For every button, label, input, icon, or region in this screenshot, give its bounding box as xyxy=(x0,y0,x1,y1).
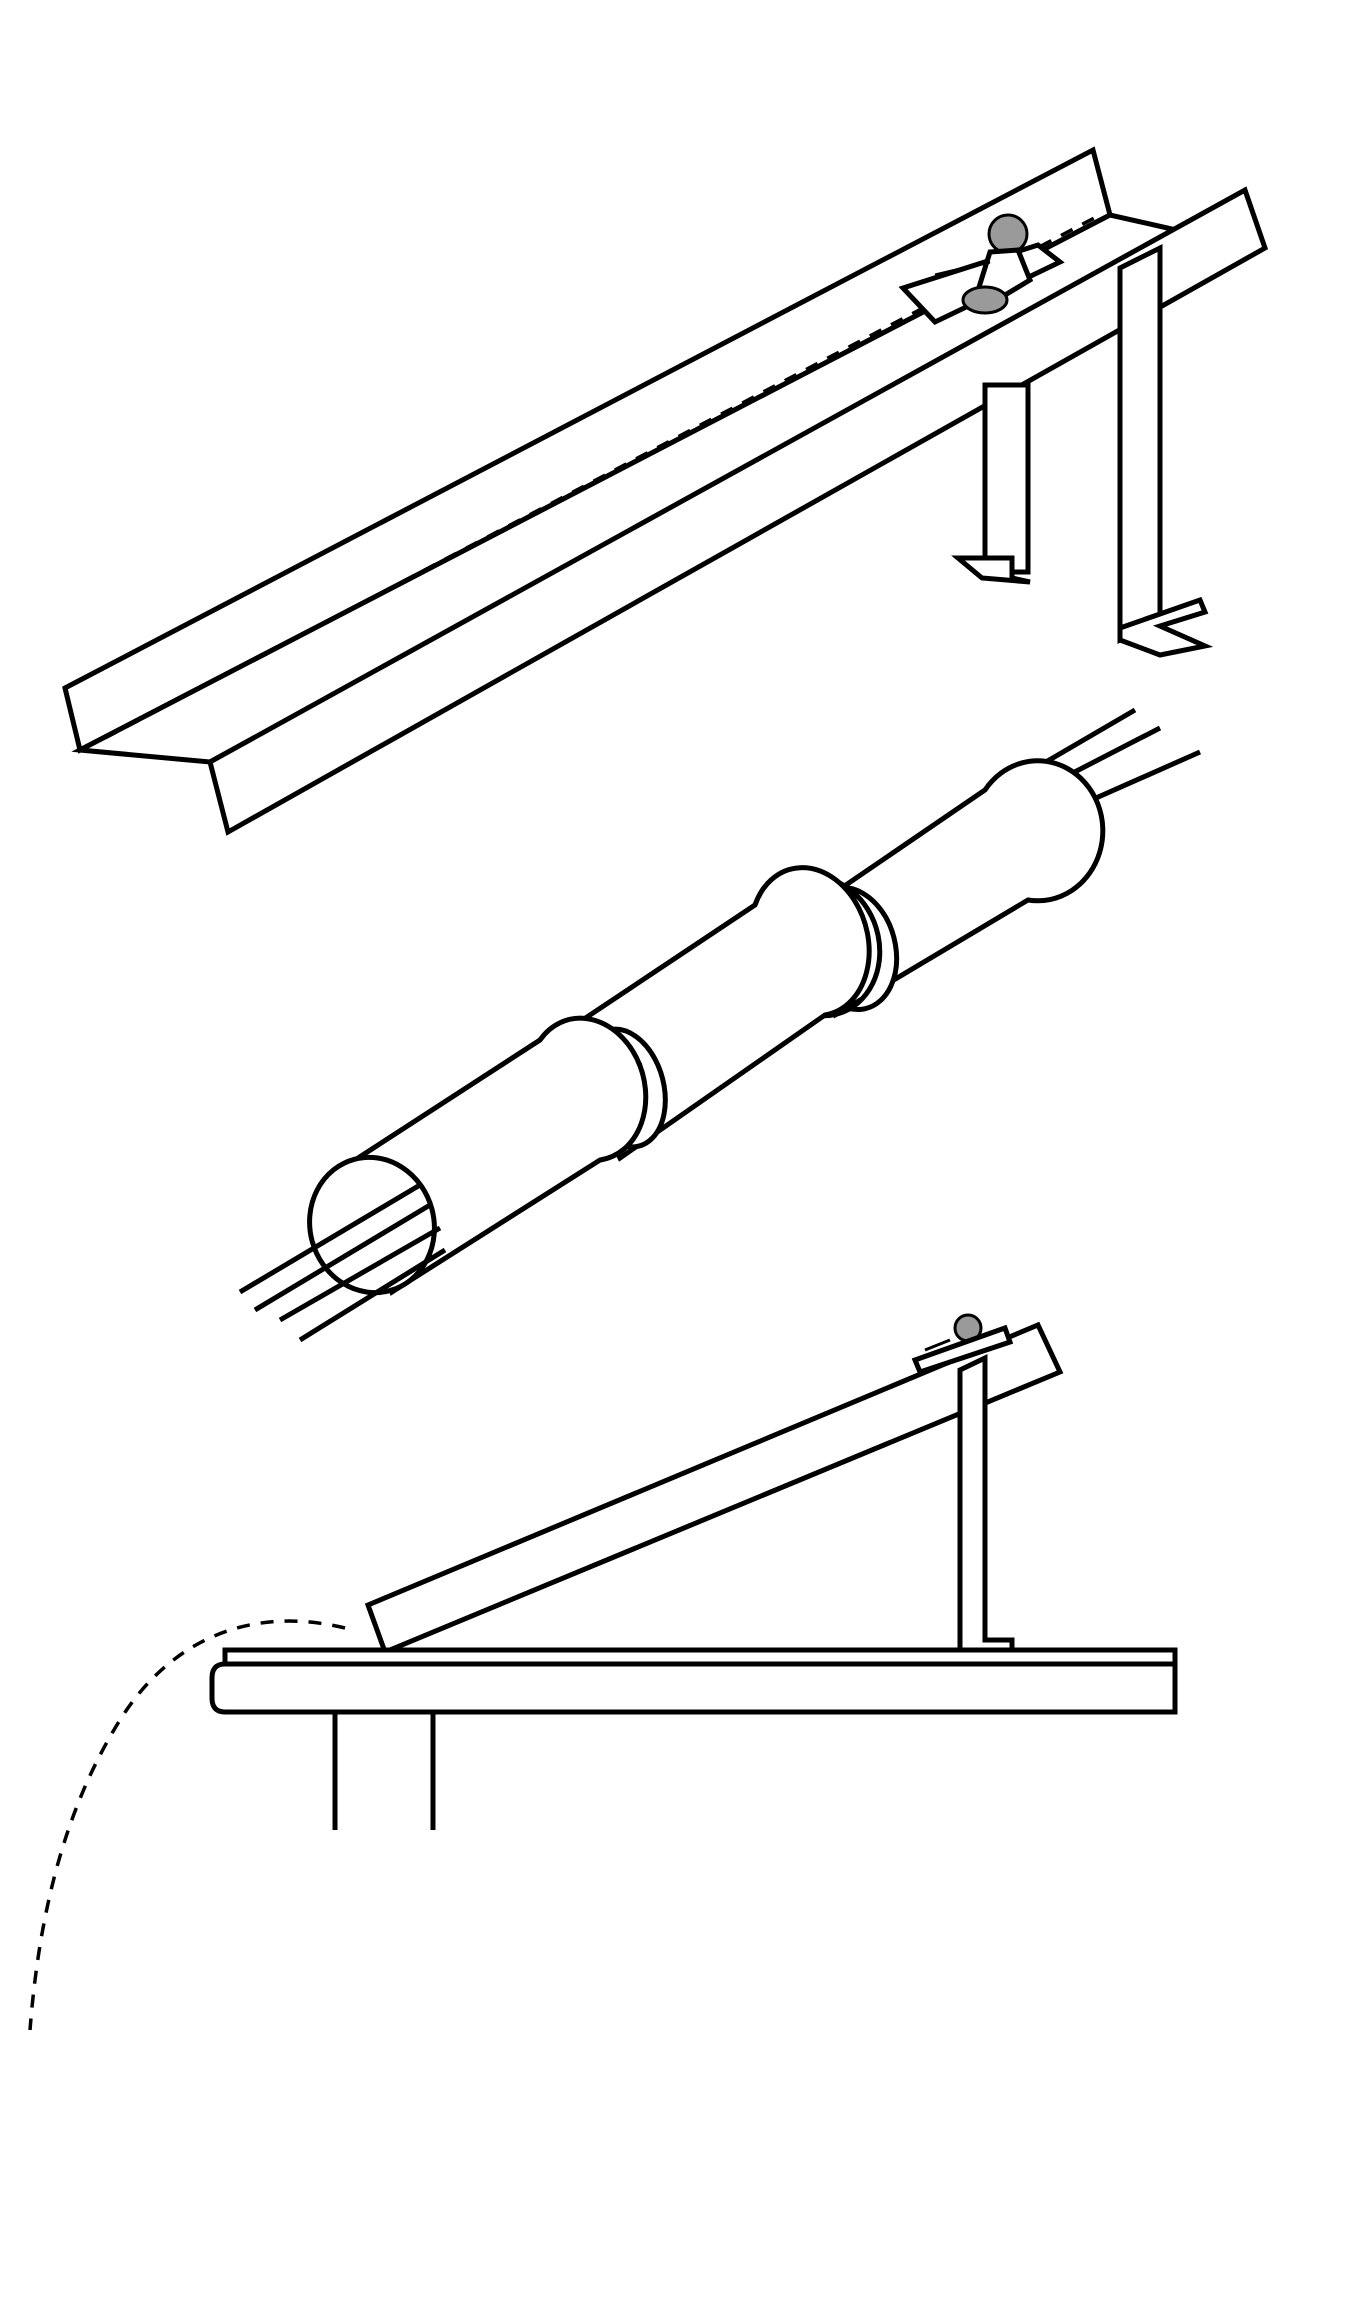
rider-cart xyxy=(898,213,1065,326)
rail-bottom-3 xyxy=(278,1225,442,1323)
ramp-rider-cart xyxy=(911,1324,1014,1376)
rider-arm xyxy=(934,260,991,277)
rider-head xyxy=(987,213,1029,255)
rail-bottom-2 xyxy=(253,1202,432,1313)
trough-front-wall xyxy=(207,186,1269,836)
support-base-foot xyxy=(1117,596,1214,658)
rail-bottom-4 xyxy=(298,1247,447,1343)
rider-legs xyxy=(961,285,1009,315)
panel-1-trough-track xyxy=(62,146,1269,836)
trough-back-wall xyxy=(62,146,1113,754)
support-post-back xyxy=(982,382,1031,575)
panel-2-segmented-tube xyxy=(238,707,1202,1343)
ramp-support-post xyxy=(957,1354,1015,1655)
ramp-rider-arm xyxy=(924,1338,951,1352)
support-post-front xyxy=(1117,243,1163,645)
ramp-rider xyxy=(911,1313,1014,1376)
support-base-back xyxy=(951,555,1031,585)
panel-3-ramp-and-platform xyxy=(28,1313,1178,2031)
ramp-board xyxy=(364,1321,1064,1656)
platform-slab xyxy=(209,1661,1178,1715)
rail-bottom-1 xyxy=(238,1182,422,1295)
